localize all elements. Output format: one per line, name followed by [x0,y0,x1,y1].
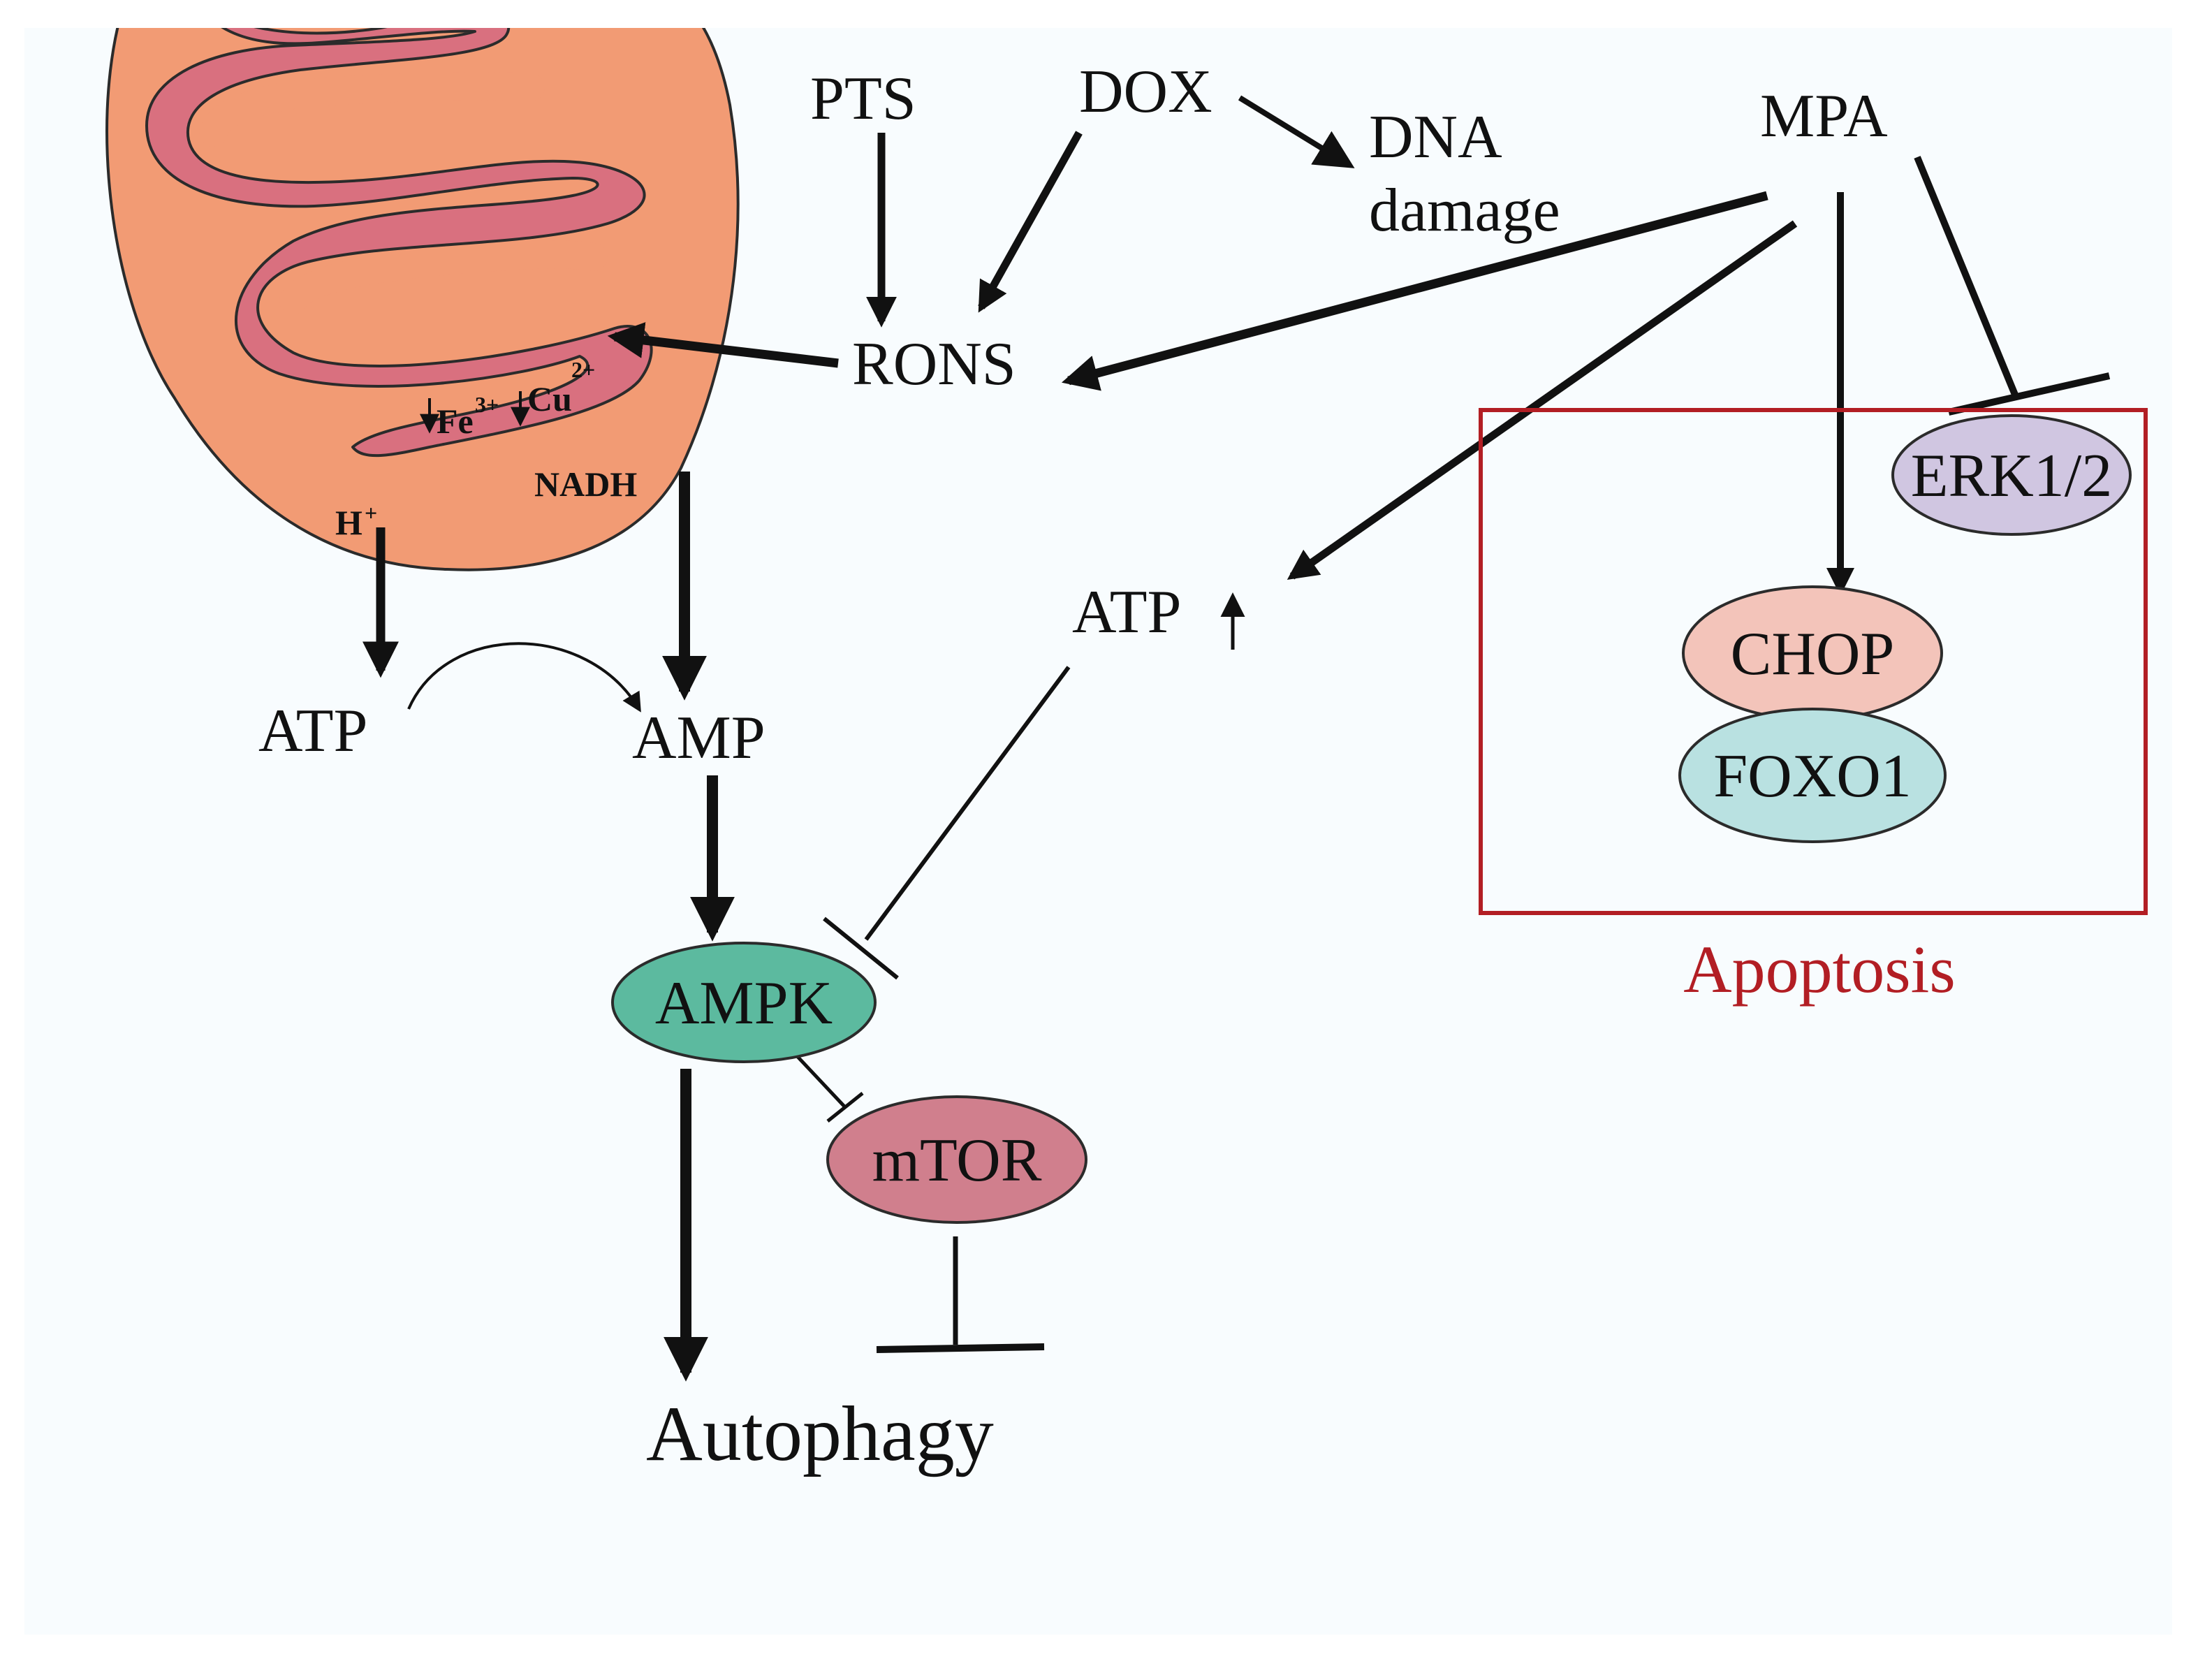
mpa-label: MPA [1760,82,1888,150]
erk-node: ERK1/2 [1891,414,2132,536]
atp-label: ATP [258,697,368,765]
dox-label: DOX [1079,58,1212,126]
inhibit-bar-ampk [823,916,899,980]
chop-label: CHOP [1731,620,1895,688]
iron-label: Fe [437,402,474,441]
iron-charge: 3+ [475,392,499,417]
foxo1-label: FOXO1 [1713,743,1912,810]
arrow-atp-amp-conversion [407,642,641,713]
mitochondrion-cristae [145,28,653,458]
arrow-dox-dna [1238,95,1355,168]
foxo1-node: FOXO1 [1678,708,1947,843]
ampk-node: AMPK [611,942,877,1063]
inhibit-bar-mtor [826,1092,864,1123]
nadh-label: NADH [534,465,637,504]
pts-label: PTS [810,65,916,133]
arrow-mpa-rons [1061,191,1768,391]
inhibit-bar-erk [1947,372,2111,416]
arrow-dox-rons [978,131,1083,313]
copper-label: Cu [527,379,572,418]
arrow-rons-mito [607,322,839,368]
iron-label-group: Fe 3+ [420,392,499,441]
proton-charge: + [365,500,377,525]
erk-label: ERK1/2 [1911,442,2112,510]
proton-label: H [335,503,362,542]
chop-node: CHOP [1682,585,1943,721]
inhibit-atp-ampk [864,666,1071,941]
damage-label: damage [1369,177,1560,244]
apoptosis-box [1479,408,2148,915]
mitochondrion [105,28,740,571]
arrow-mpa-atp [1287,220,1798,580]
autophagy-label: Autophagy [646,1391,994,1477]
amp-label: AMP [632,704,765,772]
atp-increase-label: ATP [1072,578,1182,646]
arrows [362,95,2111,1382]
mtor-label: mTOR [872,1127,1042,1195]
copper-charge: 2+ [571,357,595,382]
cristae-lumen [279,240,608,314]
rons-label: RONS [852,330,1016,398]
apoptosis-label: Apoptosis [1683,932,1955,1007]
cristae-lumen [199,71,545,147]
mtor-node: mTOR [826,1095,1087,1224]
dna-label: DNA [1369,103,1502,171]
inhibit-bar-autophagy [876,1343,1045,1353]
inhibit-mpa-erk [1914,156,2019,396]
ampk-label: AMPK [655,970,833,1037]
copper-label-group: Cu 2+ [511,357,595,427]
